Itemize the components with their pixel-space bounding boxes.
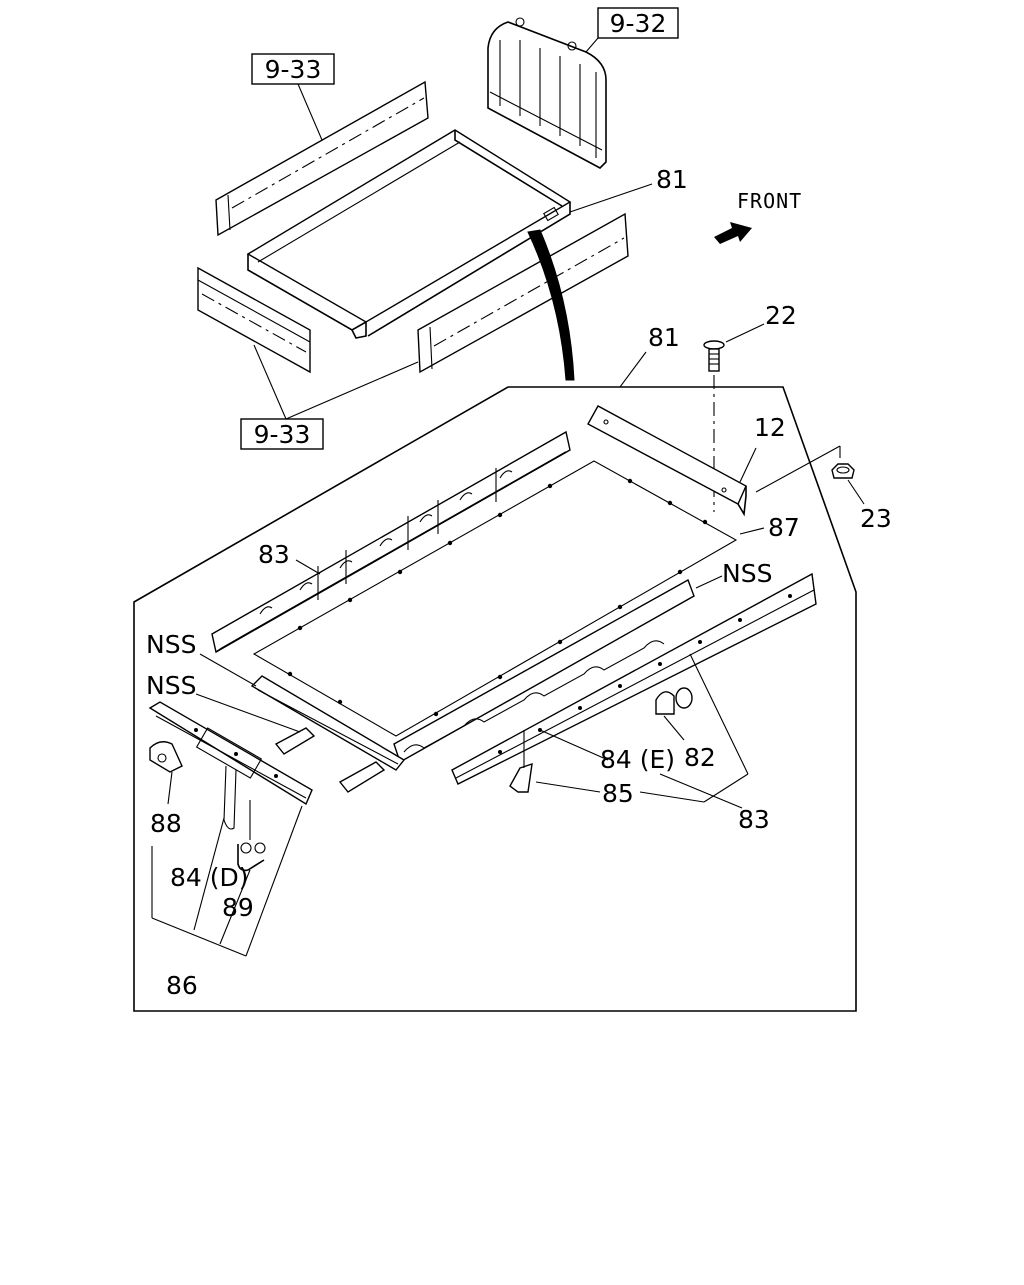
ref-9-33-bottom-text: 9-33 xyxy=(254,420,311,449)
headboard-9-32 xyxy=(487,17,607,169)
bracket-12 xyxy=(587,405,841,517)
label-81-top: 81 xyxy=(656,165,688,194)
label-83-right: 83 xyxy=(738,805,770,834)
front-arrow-icon xyxy=(714,222,752,244)
label-23: 23 xyxy=(860,504,892,533)
detail-arrow xyxy=(527,229,575,381)
label-nss-right: NSS xyxy=(722,559,772,588)
label-82: 82 xyxy=(684,743,716,772)
crossmember-nss xyxy=(199,653,406,771)
ref-9-33-bottom: 9-33 xyxy=(240,344,419,450)
detail-frame xyxy=(133,386,857,1012)
sill-nss xyxy=(195,693,386,793)
label-12: 12 xyxy=(754,413,786,442)
bracket-88 xyxy=(149,741,183,805)
label-85: 85 xyxy=(602,779,634,808)
label-84e: 84 (E) xyxy=(600,745,675,774)
label-nss-left-1: NSS xyxy=(146,630,196,659)
label-22: 22 xyxy=(765,301,797,330)
label-nss-left-2: NSS xyxy=(146,671,196,700)
deck-floor-81 xyxy=(246,129,572,339)
member-84e xyxy=(451,572,817,785)
label-89: 89 xyxy=(222,893,254,922)
label-84d: 84 (D) xyxy=(170,863,249,892)
leader-83-right xyxy=(659,653,749,809)
bracket-82 xyxy=(655,687,693,741)
hook-85 xyxy=(509,730,749,803)
label-87: 87 xyxy=(768,513,800,542)
top-assembly xyxy=(197,17,629,381)
nut-23 xyxy=(831,463,865,505)
leader-86 xyxy=(151,805,303,957)
label-88: 88 xyxy=(150,809,182,838)
ref-9-33-top-text: 9-33 xyxy=(265,55,322,84)
ref-9-33-top: 9-33 xyxy=(251,53,335,141)
front-label: FRONT xyxy=(737,189,802,213)
u-bolt-89 xyxy=(237,800,266,872)
floor-panel-87 xyxy=(252,460,765,737)
label-86: 86 xyxy=(166,971,198,1000)
side-panel-rear xyxy=(215,80,429,237)
label-81-frame: 81 xyxy=(648,323,680,352)
rail-83-left xyxy=(211,430,571,654)
label-83-left: 83 xyxy=(258,540,290,569)
side-panel-right xyxy=(417,212,629,374)
ref-9-32-text: 9-32 xyxy=(610,9,667,38)
side-panel-left xyxy=(197,266,311,374)
ref-9-32: 9-32 xyxy=(585,7,679,53)
